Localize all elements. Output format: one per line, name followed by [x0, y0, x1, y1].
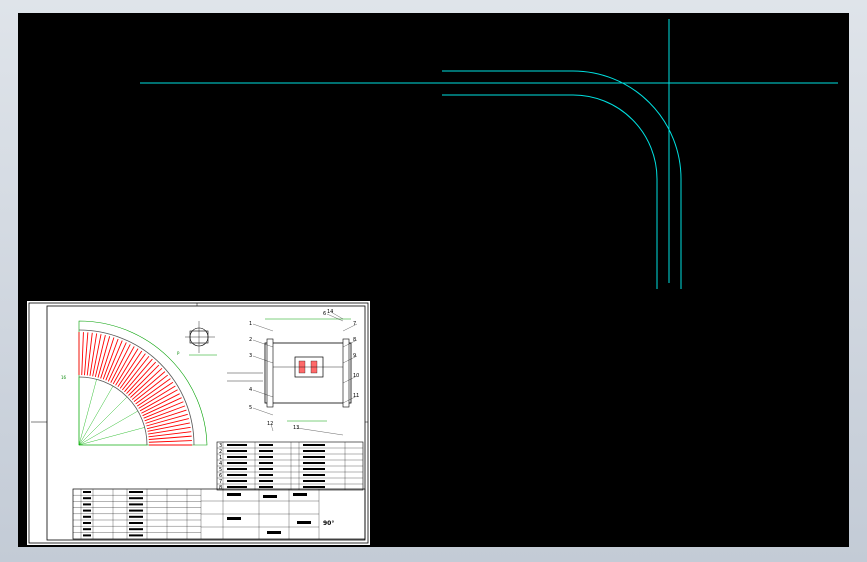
roller — [144, 405, 186, 422]
parts-row-number: 1 — [219, 455, 222, 461]
roller — [117, 350, 143, 388]
roller — [148, 440, 192, 443]
roller — [138, 385, 176, 409]
callout-left: 16 — [61, 375, 67, 380]
inner-rail — [442, 94, 658, 289]
roller — [102, 338, 119, 380]
roller — [148, 435, 192, 440]
roller — [105, 340, 123, 381]
roller — [145, 409, 187, 424]
parts-row-number: 8 — [219, 485, 222, 491]
roller — [94, 335, 106, 378]
part-callout: 3 — [249, 353, 252, 359]
roller — [141, 393, 180, 414]
roller — [97, 336, 111, 378]
roller — [146, 413, 188, 427]
sheet-title: 90° — [323, 520, 334, 527]
roller — [86, 332, 93, 376]
roller — [143, 401, 184, 419]
part-callout: 6 — [323, 311, 326, 317]
roller — [121, 355, 150, 391]
part-callout: 11 — [353, 393, 359, 399]
roller — [89, 333, 98, 376]
roller — [148, 431, 192, 438]
roller — [112, 346, 135, 385]
roller — [107, 342, 127, 382]
parts-row-number: 7 — [219, 479, 222, 485]
roller — [84, 332, 89, 376]
part-callout: 12 — [267, 421, 273, 427]
outer-rail — [442, 70, 682, 289]
roller — [142, 397, 182, 417]
part-callout: 5 — [249, 405, 252, 411]
conveyor-centerline-drawing — [140, 19, 838, 289]
roller — [148, 426, 191, 435]
parts-row-number: 6 — [219, 473, 222, 479]
parts-row-number: 3 — [219, 443, 222, 449]
part-callout: 14 — [327, 309, 333, 315]
roller — [92, 334, 102, 377]
parts-row-number: 4 — [219, 461, 222, 467]
curved-conveyor-plan: 16 P — [61, 320, 208, 446]
roller — [124, 358, 153, 393]
roller — [128, 364, 160, 396]
roller — [133, 374, 169, 403]
roller — [119, 353, 146, 389]
svg-text:P: P — [177, 351, 180, 356]
roller — [130, 367, 163, 398]
part-callout: 13 — [293, 425, 299, 431]
part-callout: 7 — [353, 321, 356, 327]
part-callout: 2 — [249, 337, 252, 343]
roller — [131, 371, 166, 400]
roller — [135, 378, 171, 405]
roller — [100, 337, 115, 379]
part-callout: 8 — [353, 337, 356, 343]
roller — [110, 344, 131, 383]
parts-row-number: 2 — [219, 449, 222, 455]
part-callout: 10 — [353, 373, 359, 379]
roller — [147, 422, 190, 432]
roller — [126, 361, 157, 394]
roller — [139, 389, 178, 412]
detail-view — [185, 321, 217, 356]
title-block: 90° — [72, 488, 366, 540]
part-callout: 1 — [249, 321, 252, 327]
part-callout: 9 — [353, 353, 356, 359]
parts-row-number: 5 — [219, 467, 222, 473]
roller — [115, 348, 139, 386]
roller — [81, 332, 84, 376]
roller — [146, 418, 189, 430]
roller — [136, 381, 174, 407]
part-callout: 4 — [249, 387, 252, 393]
